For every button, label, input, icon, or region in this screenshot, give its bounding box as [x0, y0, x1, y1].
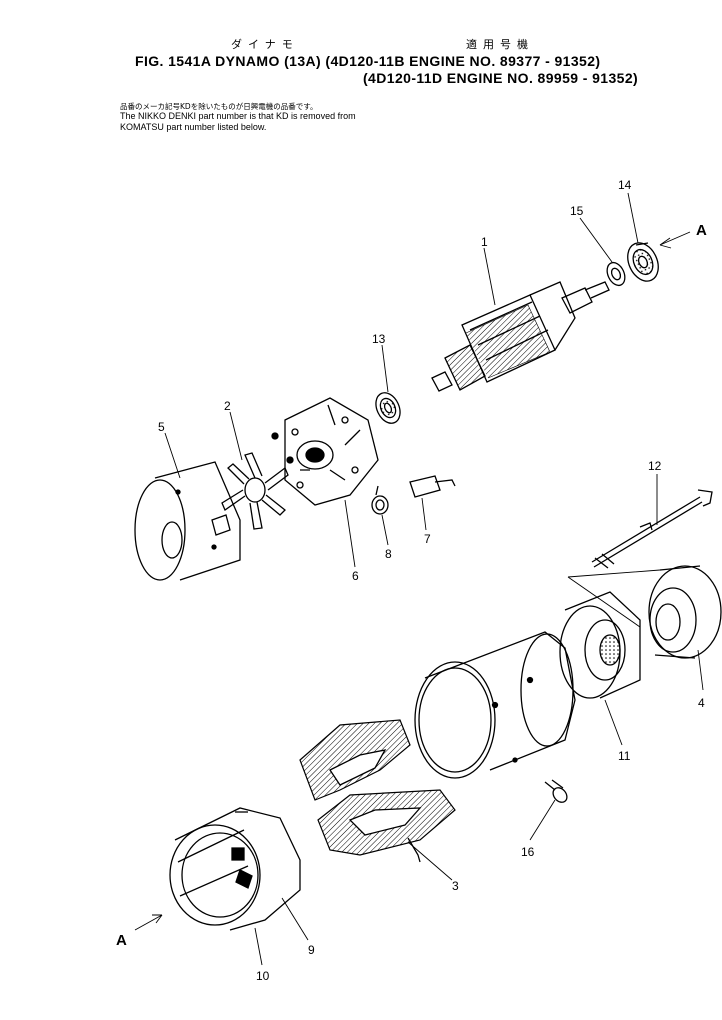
frame-11 — [559, 591, 641, 699]
field-coil-3 — [299, 719, 456, 863]
leader-9 — [281, 897, 309, 941]
pulley-5 — [134, 461, 241, 581]
cover-band-9-10 — [169, 807, 301, 931]
bolt-guide-lines — [567, 569, 661, 628]
washer-15 — [606, 261, 626, 287]
leader-5 — [164, 432, 181, 479]
leader-1 — [483, 247, 496, 306]
engine-line-2: (4D120-11D ENGINE NO. 89959 - 91352) — [363, 70, 639, 86]
note-en-line-2: KOMATSU part number listed below. — [120, 122, 267, 132]
callout-15: 15 — [570, 204, 584, 218]
callout-2: 2 — [224, 399, 231, 413]
leader-14 — [627, 192, 639, 244]
armature-1 — [431, 281, 610, 392]
callout-11: 11 — [618, 749, 631, 763]
note-en-line-1: The NIKKO DENKI part number is that KD i… — [120, 111, 356, 121]
spring-8 — [371, 485, 389, 515]
part-name: DYNAMO — [215, 53, 280, 69]
leader-7 — [421, 497, 427, 531]
leader-8 — [381, 514, 389, 546]
callout-8: 8 — [385, 547, 392, 561]
figure-title: FIG. 1541A DYNAMO (13A) (4D120-11B ENGIN… — [135, 53, 600, 69]
leader-11 — [604, 699, 623, 746]
bearing-14 — [627, 242, 659, 282]
fig-label: FIG. 1541A — [135, 53, 211, 69]
leader-6 — [344, 499, 356, 568]
callout-1: 1 — [481, 235, 488, 249]
callout-14: 14 — [618, 178, 632, 192]
leader-15 — [579, 217, 613, 263]
view-arrow-bottom — [134, 914, 163, 931]
screw-16 — [544, 779, 568, 803]
leader-13 — [381, 344, 389, 393]
jp-applicable-label: 適用号機 — [466, 38, 534, 51]
view-arrow-top — [659, 231, 691, 246]
leader-2 — [229, 411, 243, 461]
callout-7: 7 — [424, 532, 431, 546]
callout-12: 12 — [648, 459, 662, 473]
callout-3: 3 — [452, 879, 459, 893]
callout-6: 6 — [352, 569, 359, 583]
callout-5: 5 — [158, 420, 165, 434]
view-arrowhead-top — [659, 237, 672, 249]
jp-part-name: ダイナモ — [231, 38, 299, 51]
leader-3 — [407, 841, 453, 881]
callout-16: 16 — [521, 845, 535, 859]
note-jp: 品番のメーカ記号KDを除いたものが日興電機の品番です。 — [120, 102, 318, 111]
leader-16 — [529, 799, 556, 841]
view-label-top: A — [696, 222, 707, 239]
view-arrowhead-bottom — [152, 914, 163, 924]
callout-4: 4 — [698, 696, 705, 710]
through-bolt-12 — [591, 489, 713, 569]
callout-9: 9 — [308, 943, 315, 957]
callout-10: 10 — [256, 969, 270, 983]
bracket-6 — [271, 397, 379, 506]
brush-7 — [409, 475, 456, 498]
leader-4 — [697, 649, 704, 691]
rating: (13A) — [284, 53, 322, 69]
view-label-bottom: A — [116, 932, 127, 949]
fan-2 — [221, 452, 289, 530]
bearing-13 — [375, 392, 401, 424]
leader-10 — [254, 927, 263, 966]
rear-cover-4 — [648, 565, 722, 659]
yoke — [414, 631, 576, 779]
callout-13: 13 — [372, 332, 386, 346]
engine-line-1: (4D120-11B ENGINE NO. 89377 - 91352) — [325, 53, 601, 69]
